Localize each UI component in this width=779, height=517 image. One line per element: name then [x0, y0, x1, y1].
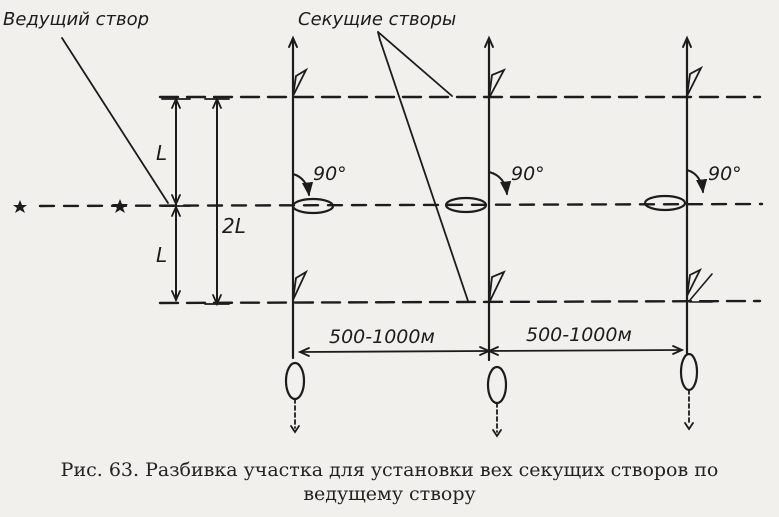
pole-top-arrow-1: [288, 35, 298, 48]
flag-icon: [686, 267, 703, 297]
dimension-tick: [171, 194, 181, 207]
dimension-tick: [171, 290, 181, 303]
dimension-tick: [672, 345, 685, 355]
star-icon: [13, 200, 27, 213]
leading-line-axis: [38, 202, 764, 208]
right-angle-arc-1: [292, 173, 314, 197]
figure-caption: Рис. 63. Разбивка участка для установки …: [0, 458, 779, 506]
flag-icon: [488, 270, 506, 304]
distance-label-2: 500-1000м: [526, 324, 632, 346]
distance-label-1: 500-1000м: [329, 326, 435, 348]
right-angle-arc-2: [488, 171, 512, 196]
cross-lines-leader-1: [377, 31, 453, 97]
anchor-icon: [684, 422, 694, 431]
right-angle-arc-3: [686, 169, 708, 194]
bottom-dashed-line: [158, 299, 762, 305]
angle-label-2: 90°: [511, 163, 545, 185]
leading-line-leader: [61, 37, 169, 204]
bottom-buoy-icon: [284, 361, 306, 401]
anchor-icon: [492, 429, 502, 438]
caption-line-2: ведущему створу: [303, 483, 476, 505]
dimension-tick: [297, 347, 310, 357]
dimension-tick: [486, 346, 499, 356]
dimension-tick: [171, 204, 181, 217]
angle-label-1: 90°: [313, 163, 347, 185]
cross-lines-leader-2: [379, 39, 469, 302]
L-top-label: L: [156, 141, 167, 165]
two-L-label: 2L: [222, 214, 246, 238]
bottom-buoy-icon: [486, 365, 508, 405]
flag-icon: [292, 269, 309, 301]
star-icon: [112, 199, 128, 213]
cross-lines-leader-2b: [377, 31, 381, 41]
cross-lines-label: Секущие створы: [298, 9, 456, 30]
L-bottom-label: L: [156, 243, 167, 267]
angle-label-3: 90°: [708, 163, 742, 185]
bottom-buoy-icon: [679, 352, 699, 392]
buoy-icon: [291, 197, 335, 215]
pole-top-arrow-3: [682, 35, 692, 48]
buoy-icon: [643, 194, 687, 212]
flag-icon: [488, 68, 506, 99]
buoy-icon: [444, 196, 488, 214]
flag-icon: [292, 67, 309, 97]
flag-icon: [689, 273, 713, 301]
pole-top-arrow-2: [484, 35, 494, 48]
leading-line-label: Ведущий створ: [3, 9, 149, 30]
caption-line-1: Рис. 63. Разбивка участка для установки …: [60, 459, 719, 481]
flag-icon: [686, 65, 704, 97]
anchor-icon: [290, 425, 300, 434]
